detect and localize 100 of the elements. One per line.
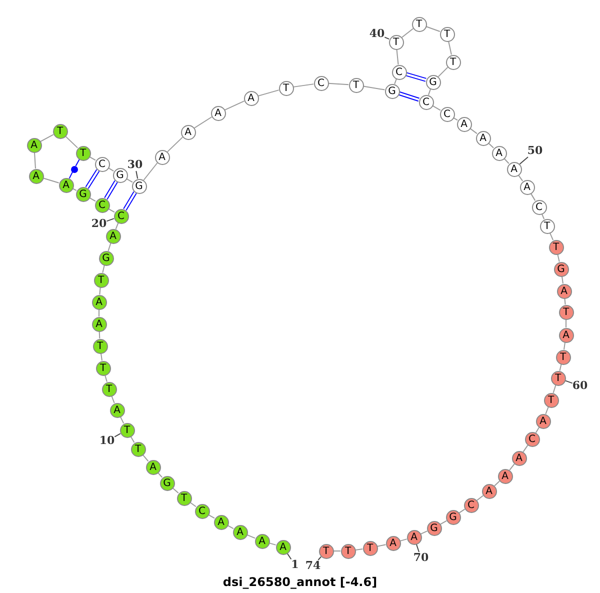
nucleotide-circle: C xyxy=(440,106,454,122)
nucleotide-circle: A xyxy=(506,162,522,176)
backbone-line xyxy=(98,309,100,317)
nucleotide-circle: G xyxy=(426,520,442,536)
nucleotide-circle: A xyxy=(58,178,74,192)
backbone-line xyxy=(562,276,564,284)
nucleotide-circle: A xyxy=(512,450,526,466)
backbone-line xyxy=(143,162,158,181)
nucleotide-circle: A xyxy=(536,414,550,428)
backbone-line xyxy=(552,384,556,394)
leader-line xyxy=(106,218,114,222)
nucleotide-circle: T xyxy=(348,78,364,92)
nucleotide-circle: G xyxy=(132,178,146,194)
nucleotide-circle: A xyxy=(456,116,472,132)
backbone-line xyxy=(194,116,212,128)
backbone-line xyxy=(396,48,399,66)
nucleotide-circle: G xyxy=(98,250,114,266)
nucleotide-circle: T xyxy=(548,240,564,254)
nucleotide-circle: T xyxy=(176,490,192,506)
position-number: 74 xyxy=(305,560,321,572)
leader-line xyxy=(136,170,138,180)
backbone-line xyxy=(333,550,341,552)
leader-line xyxy=(564,380,573,384)
nucleotide-circle: G xyxy=(112,168,128,182)
backbone-line xyxy=(522,444,528,452)
nucleotide-circle: G xyxy=(554,262,568,276)
backbone-line xyxy=(394,78,397,84)
nucleotide-circle: A xyxy=(476,130,490,146)
nucleotide-circle: A xyxy=(110,402,124,418)
nucleotide-circle: A xyxy=(210,106,226,120)
nucleotide-circle: A xyxy=(498,468,512,484)
nucleotide-circle: C xyxy=(114,208,128,224)
nucleotide-circle: T xyxy=(52,124,68,138)
position-number: 50 xyxy=(527,145,543,157)
backbone-line xyxy=(99,286,101,296)
backbone-line xyxy=(438,66,448,78)
nucleotide-circle: T xyxy=(318,544,334,558)
backbone-line xyxy=(111,396,115,404)
backbone-line xyxy=(42,178,60,184)
nucleotide-circle: G xyxy=(426,74,440,90)
backbone-line xyxy=(426,26,440,32)
nucleotide-circle: A xyxy=(232,524,248,540)
nucleotide-circle: T xyxy=(92,338,108,354)
backbone-line xyxy=(34,152,36,170)
nucleotide-circle: A xyxy=(92,316,106,332)
backbone-line xyxy=(564,342,566,350)
nucleotide-circle: A xyxy=(180,124,196,140)
backbone-line xyxy=(362,86,386,90)
backbone-line xyxy=(40,134,54,142)
nucleotide-circle: T xyxy=(446,54,460,70)
nucleotide-circle: A xyxy=(558,328,574,342)
base-pair-bond xyxy=(398,91,420,102)
nucleotide-circle: A xyxy=(26,138,42,152)
nucleotide-circle: A xyxy=(154,150,170,164)
nucleotide-circle: C xyxy=(194,504,210,518)
backbone-line xyxy=(432,105,441,111)
position-number: 10 xyxy=(99,435,115,447)
nucleotide-circle: G xyxy=(160,476,174,490)
position-number: 60 xyxy=(572,380,588,392)
nucleotide-circle: A xyxy=(482,484,496,498)
nucleotide-circle: A xyxy=(520,180,534,194)
backbone-line xyxy=(476,495,484,501)
nucleotide-circle: A xyxy=(28,168,44,184)
nucleotide-circle: T xyxy=(76,146,90,160)
backbone-line xyxy=(224,100,245,110)
nucleotide-circle: A xyxy=(556,284,572,298)
position-number: 40 xyxy=(369,28,385,40)
base-pair-bond xyxy=(75,159,80,166)
leader-line xyxy=(519,156,528,165)
nucleotide-circle: T xyxy=(278,80,294,96)
leader-line xyxy=(286,552,292,560)
backbone-line xyxy=(428,88,432,96)
nucleotide-circle: T xyxy=(440,26,454,42)
backbone-line xyxy=(448,40,452,56)
backbone-line xyxy=(292,84,314,88)
nucleotide-circle: C xyxy=(418,94,434,110)
nucleotide-circle: T xyxy=(550,370,566,386)
nucleotide-circle: T xyxy=(362,540,378,556)
nucleotide-circle: A xyxy=(244,90,258,106)
backbone-line xyxy=(401,28,414,38)
backbone-line xyxy=(258,90,280,96)
backbone-line xyxy=(166,136,184,152)
base-pair-bond xyxy=(405,72,427,82)
leader-line xyxy=(416,544,420,552)
nucleotide-circle: A xyxy=(276,540,290,554)
nucleotide-circle: A xyxy=(254,534,270,548)
backbone-line xyxy=(108,242,112,252)
backbone-line xyxy=(549,232,554,241)
backbone-line xyxy=(545,406,549,414)
position-number: 1 xyxy=(291,559,299,571)
leader-line xyxy=(384,36,390,40)
nucleotide-circle: T xyxy=(388,34,404,50)
nucleotide-circle: C xyxy=(314,76,328,90)
base-pair-bond xyxy=(85,169,100,189)
nucleotide-circle: A xyxy=(492,146,506,160)
position-number: 30 xyxy=(127,159,143,171)
nucleotide-circle: G xyxy=(76,186,90,202)
nucleotide-circle: T xyxy=(412,16,426,32)
backbone-line xyxy=(458,508,466,514)
backbone-line xyxy=(420,530,428,534)
